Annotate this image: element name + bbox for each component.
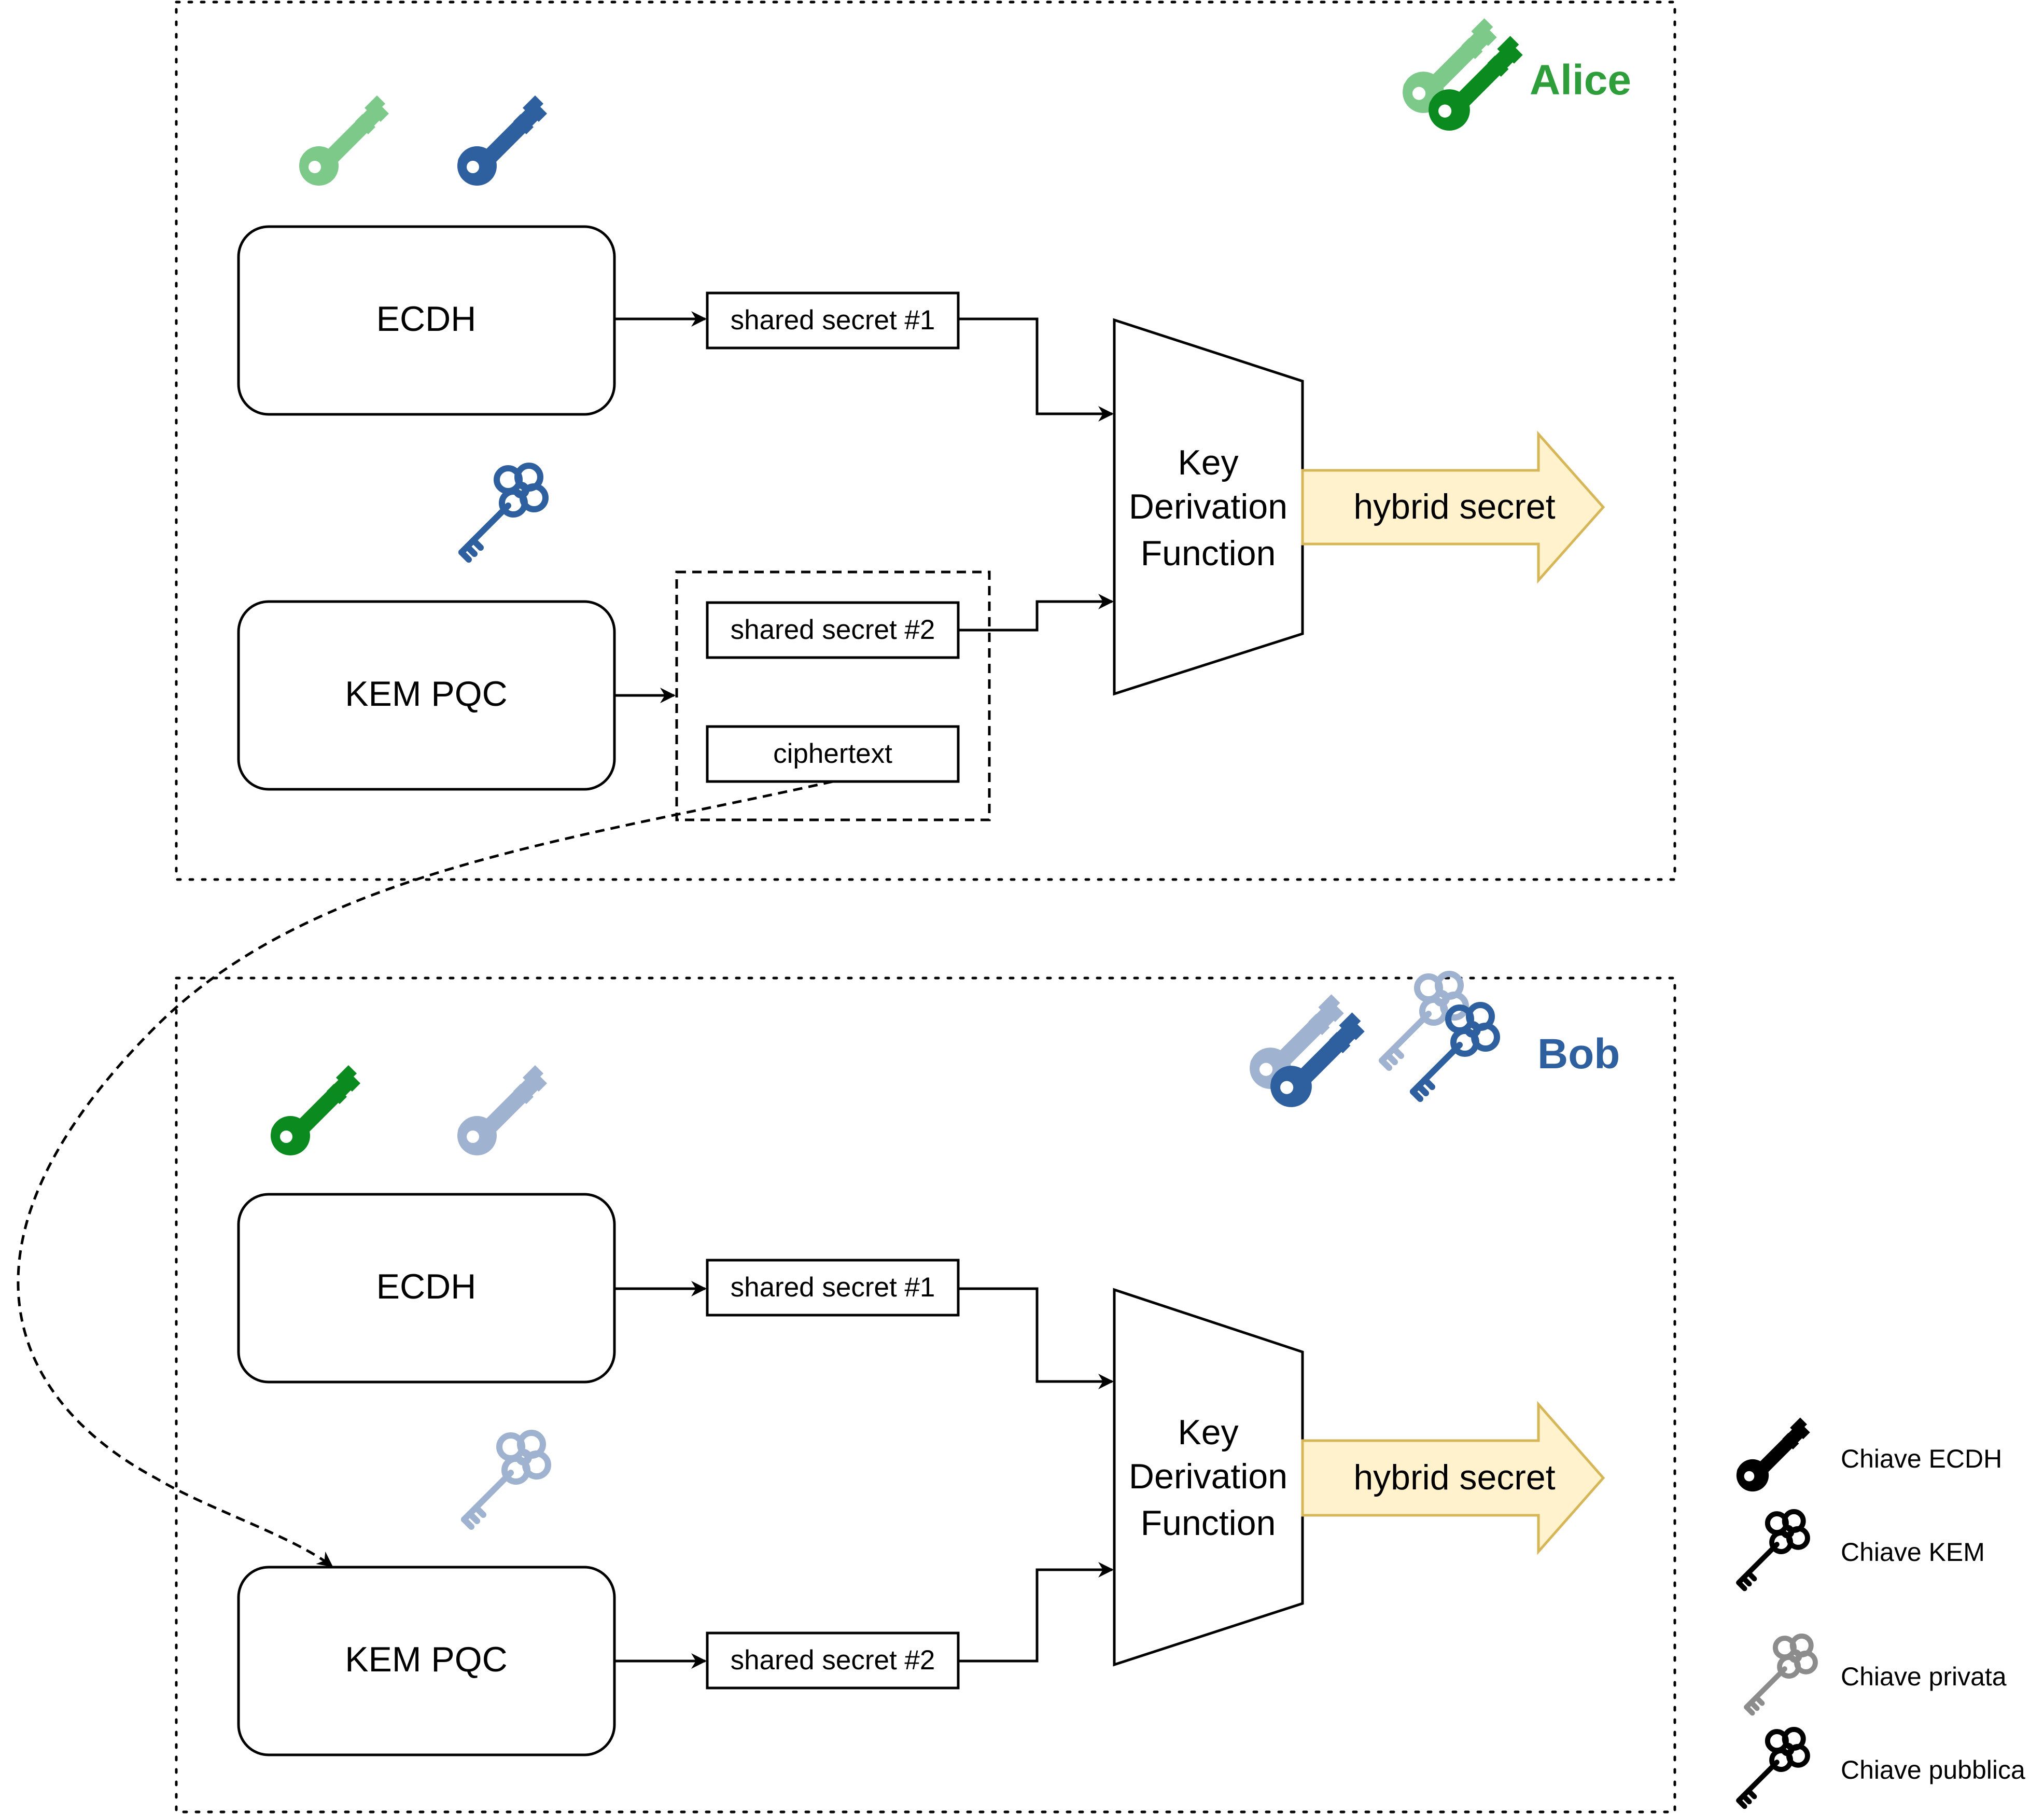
alice-shared-secret-1-box xyxy=(706,291,960,350)
alice-kdf-line3: Function xyxy=(1141,534,1276,573)
bob-ecdh-private-key-icon xyxy=(271,1065,360,1155)
legend-kem-key-label: Chiave KEM xyxy=(1841,1538,1985,1567)
legend-ecdh-key-label: Chiave ECDH xyxy=(1841,1444,2002,1473)
alice-panel xyxy=(175,1,1676,881)
bob-kdf-line2: Derivation xyxy=(1129,1457,1287,1496)
bob-kdf-shape xyxy=(1113,1288,1304,1667)
legend-private-key-icon xyxy=(1746,1636,1815,1713)
alice-kem-label: KEM PQC xyxy=(345,674,508,714)
legend-kem-key-icon xyxy=(1739,1512,1808,1588)
alice-ciphertext-label: ciphertext xyxy=(773,738,892,769)
alice-kdf-line1: Key xyxy=(1178,443,1238,482)
alice-ecdh-private-key-icon xyxy=(299,95,389,186)
alice-kem-public-key-icon xyxy=(461,466,545,560)
alice-ecdh-public-key-icon xyxy=(457,95,547,186)
ciphertext-transfer-path xyxy=(17,780,833,1568)
legend-public-key-icon xyxy=(1739,1729,1808,1806)
bob-ecdh-public-key-icon xyxy=(457,1065,547,1155)
alice-kdf-line2: Derivation xyxy=(1129,487,1287,526)
alice-kdf-shape xyxy=(1113,318,1304,696)
legend: Chiave ECDH Chiave KEM Chiave privata Ch… xyxy=(1737,1417,2025,1806)
bob-ecdh-label: ECDH xyxy=(376,1267,477,1306)
legend-private-key-label: Chiave privata xyxy=(1841,1662,2007,1691)
bob-hybrid-secret-arrow xyxy=(1301,1401,1605,1555)
alice-kem-output-group xyxy=(675,570,991,821)
bob-hybrid-secret-label: hybrid secret xyxy=(1353,1458,1555,1497)
bob-shared-secret-2-label: shared secret #2 xyxy=(731,1645,935,1676)
bob-panel xyxy=(175,976,1676,1813)
alice-ecdh-box xyxy=(237,225,616,416)
alice-shared-secret-2-label: shared secret #2 xyxy=(731,615,935,645)
bob-shared-secret-2-box xyxy=(706,1631,960,1690)
alice-shared-secret-2-box xyxy=(706,601,960,659)
bob-kdf-line3: Function xyxy=(1141,1503,1276,1543)
alice-shared-secret-1-label: shared secret #1 xyxy=(731,305,935,336)
bob-shared-secret-1-box xyxy=(706,1259,960,1317)
bob-kem-label: KEM PQC xyxy=(345,1640,508,1679)
legend-ecdh-key-icon xyxy=(1736,1417,1810,1492)
alice-ecdh-label: ECDH xyxy=(376,299,477,339)
alice-name: Alice xyxy=(1530,57,1631,104)
alice-hybrid-secret-label: hybrid secret xyxy=(1353,487,1555,526)
bob-name: Bob xyxy=(1537,1030,1620,1078)
bob-kdf-line1: Key xyxy=(1178,1413,1238,1452)
bob-kem-private-key-icon xyxy=(464,1433,548,1527)
legend-public-key-label: Chiave pubblica xyxy=(1841,1755,2025,1784)
alice-hybrid-secret-arrow xyxy=(1301,430,1605,584)
bob-shared-secret-1-label: shared secret #1 xyxy=(731,1272,935,1303)
